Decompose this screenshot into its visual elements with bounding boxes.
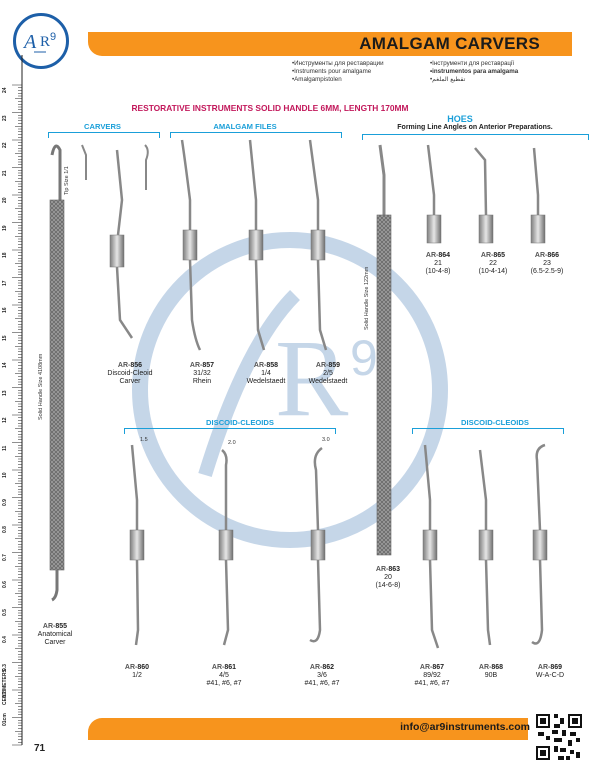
instrument-ar-855 bbox=[49, 144, 65, 602]
brand-logo: A R 9 bbox=[13, 13, 69, 69]
size-label: 1.5 bbox=[140, 437, 148, 443]
instrument-ar-857 bbox=[180, 139, 202, 351]
lang-item: Instruments pour amalgame bbox=[292, 68, 432, 76]
lang-item: Amalgampistolen bbox=[292, 76, 432, 84]
language-list-right: Інструменти для реставрації instrumentos… bbox=[430, 60, 570, 84]
instrument-ar-863 bbox=[376, 144, 392, 556]
contact-email[interactable]: info@ar9instruments.com bbox=[400, 721, 530, 733]
product-ar-860: AR-860 1/2 bbox=[124, 664, 150, 679]
section-bracket bbox=[362, 134, 589, 140]
hoes-note: Forming Line Angles on Anterior Preparat… bbox=[397, 124, 553, 131]
section-discoid-cleoids-right: DISCOID-CLEOIDS bbox=[461, 418, 529, 427]
section-bracket bbox=[124, 428, 336, 434]
product-ar-856: AR-856 Discoid-Cleoid Carver bbox=[107, 362, 153, 385]
header-bar bbox=[88, 32, 548, 56]
instrument-ar-865 bbox=[474, 147, 494, 244]
svg-text:9: 9 bbox=[350, 330, 378, 386]
measurement-ruler bbox=[12, 55, 23, 746]
footer-bar bbox=[88, 718, 528, 740]
qr-code-icon bbox=[534, 712, 584, 762]
lang-item: تقطيع الملغم bbox=[430, 76, 570, 84]
product-ar-862: AR-862 3/6 #41, #6, #7 bbox=[304, 664, 340, 687]
size-label: 2.0 bbox=[228, 440, 236, 446]
product-ar-868: AR-868 90B bbox=[478, 664, 504, 679]
product-ar-855: AR-855 Anatomical Carver bbox=[37, 623, 73, 646]
section-bracket bbox=[412, 428, 564, 434]
instrument-ar-858 bbox=[248, 139, 266, 351]
section-bracket bbox=[48, 132, 160, 138]
svg-text:A: A bbox=[22, 31, 37, 53]
product-ar-865: AR-865 22 (10-4-14) bbox=[478, 252, 508, 275]
lang-item: instrumentos para amalgama bbox=[430, 68, 570, 76]
product-ar-858: AR-858 1/4 Wedelstaedt bbox=[246, 362, 286, 385]
instrument-ar-861 bbox=[218, 449, 234, 646]
header-bar-end bbox=[548, 32, 572, 56]
page-title: AMALGAM CARVERS bbox=[359, 34, 540, 53]
instrument-ar-859 bbox=[308, 139, 328, 351]
product-ar-864: AR-864 21 (10-4-8) bbox=[425, 252, 451, 275]
language-list-left: Инструменты для реставрации Instruments … bbox=[292, 60, 432, 84]
section-hoes: HOES bbox=[447, 114, 473, 124]
product-ar-863: AR-863 20 (14-6-8) bbox=[375, 566, 401, 589]
instrument-ar-868 bbox=[478, 449, 494, 646]
instrument-ar-867 bbox=[422, 444, 440, 649]
section-carvers: CARVERS bbox=[84, 122, 121, 131]
product-ar-859: AR-859 2/5 Wedelstaedt bbox=[308, 362, 348, 385]
size-label: 3.0 bbox=[322, 437, 330, 443]
lang-item: Інструменти для реставрації bbox=[430, 60, 570, 68]
lang-item: Инструменты для реставрации bbox=[292, 60, 432, 68]
watermark-logo: R 9 bbox=[132, 232, 448, 548]
svg-text:R: R bbox=[275, 317, 349, 439]
svg-text:9: 9 bbox=[50, 31, 56, 43]
instrument-ar-866 bbox=[530, 147, 546, 244]
product-ar-867: AR-867 89/92 #41, #6, #7 bbox=[414, 664, 450, 687]
section-amalgam-files: AMALGAM FILES bbox=[213, 122, 277, 131]
catalog-subtitle: RESTORATIVE INSTRUMENTS SOLID HANDLE 6MM… bbox=[131, 103, 409, 113]
section-discoid-cleoids-left: DISCOID-CLEOIDS bbox=[206, 418, 274, 427]
section-bracket bbox=[170, 132, 342, 138]
instrument-ar-856 bbox=[81, 144, 149, 339]
instrument-ar-860 bbox=[129, 444, 145, 646]
product-ar-866: AR-866 23 (6.5-2.5-9) bbox=[530, 252, 564, 275]
instrument-ar-864 bbox=[426, 144, 442, 244]
product-ar-869: AR-869 W-A-C-D bbox=[535, 664, 565, 679]
instrument-ar-862 bbox=[309, 446, 326, 643]
page-number: 71 bbox=[34, 743, 46, 754]
svg-text:R: R bbox=[40, 34, 50, 50]
instrument-ar-869 bbox=[531, 443, 548, 645]
product-ar-857: AR-857 31/32 Rhein bbox=[189, 362, 215, 385]
product-ar-861: AR-861 4/5 #41, #6, #7 bbox=[206, 664, 242, 687]
